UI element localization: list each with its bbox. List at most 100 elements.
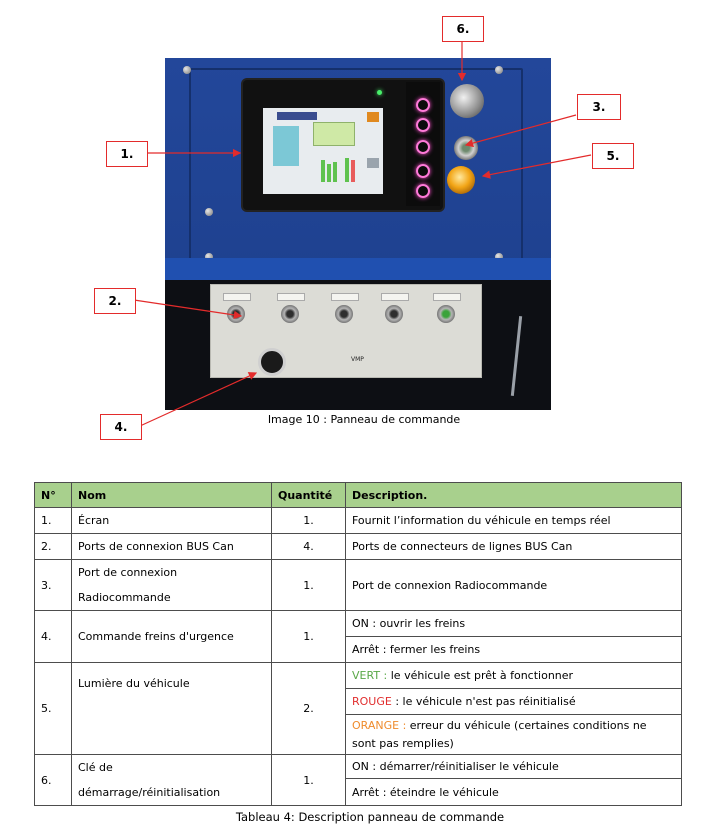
cell-no: 5.	[34, 662, 72, 755]
can-bus-port	[335, 305, 353, 323]
cell-qte: 2.	[271, 662, 346, 755]
cell-desc: Arrêt : éteindre le véhicule	[345, 778, 682, 806]
cell-nom-line: démarrage/réinitialisation	[78, 786, 221, 799]
table-row: 5. Lumière du véhicule 2. VERT : le véhi…	[34, 662, 682, 755]
cell-qte: 1.	[271, 754, 346, 806]
table-row: 3. Port de connexion Radiocommande 1. Po…	[34, 559, 682, 611]
io-label	[381, 293, 409, 301]
io-box	[210, 284, 482, 378]
col-header-nom: Nom	[71, 482, 272, 508]
io-label	[331, 293, 359, 301]
status-green-text: le véhicule est prêt à fonctionner	[387, 669, 574, 682]
screw-icon	[205, 208, 213, 216]
callout-2: 2.	[94, 288, 136, 314]
col-header-no: N°	[34, 482, 72, 508]
cell-no: 4.	[34, 610, 72, 663]
callout-1: 1.	[106, 141, 148, 167]
screw-icon	[495, 66, 503, 74]
screen-vehicle-graphic	[273, 126, 299, 166]
table-row: ORANGE : erreur du véhicule (certaines c…	[35, 714, 682, 755]
cell-qte: 1.	[271, 507, 346, 534]
table-row: 2. Ports de connexion BUS Can 4. Ports d…	[34, 533, 682, 560]
cell-desc: Arrêt : fermer les freins	[345, 636, 682, 663]
cell-nom: Commande freins d'urgence	[71, 610, 272, 663]
col-header-quantite: Quantité	[271, 482, 346, 508]
io-label	[223, 293, 251, 301]
cell-qte: 4.	[271, 533, 346, 560]
callout-arrows	[133, 42, 592, 427]
cell-nom-line: Radiocommande	[78, 591, 171, 604]
cell-qte: 1.	[271, 610, 346, 663]
hmi-screen	[263, 108, 383, 194]
cell-nom: Port de connexion Radiocommande	[71, 559, 272, 611]
hmi-key-icon	[416, 118, 430, 132]
table-row: 6. Clé de démarrage/réinitialisation 1. …	[34, 753, 682, 806]
table-header-row: N° Nom Quantité Description.	[34, 482, 682, 508]
col-header-description: Description.	[345, 482, 682, 508]
vmp-label: VMP	[351, 356, 364, 363]
cell-qte: 1.	[271, 559, 346, 611]
cabinet-strip	[165, 258, 551, 284]
cell-desc: ON : ouvrir les freins	[345, 610, 682, 637]
cell-nom: Écran	[71, 507, 272, 534]
io-label	[277, 293, 305, 301]
callout-6: 6.	[442, 16, 484, 42]
table-row: Arrêt : fermer les freins	[35, 636, 682, 663]
cell-desc: Fournit l’information du véhicule en tem…	[345, 507, 682, 534]
status-orange-tag: ORANGE :	[352, 718, 407, 732]
vehicle-lamp	[447, 166, 475, 194]
cell-no: 3.	[34, 559, 72, 611]
cell-nom-line: Clé de	[78, 761, 113, 774]
cell-desc: Ports de connecteurs de lignes BUS Can	[345, 533, 682, 560]
screen-load-tag	[277, 112, 317, 120]
screw-icon	[495, 253, 503, 261]
callout-4: 4.	[100, 414, 142, 440]
cell-desc: ORANGE : erreur du véhicule (certaines c…	[345, 714, 682, 755]
table-row: ROUGE : le véhicule n'est pas réinitiali…	[35, 688, 682, 715]
screw-icon	[183, 66, 191, 74]
cell-desc: ROUGE : le véhicule n'est pas réinitiali…	[345, 688, 682, 715]
screw-icon	[205, 253, 213, 261]
cell-nom: Clé de démarrage/réinitialisation	[71, 754, 272, 806]
status-orange-text-2: sont pas remplies)	[352, 736, 454, 750]
cell-nom: Lumière du véhicule	[71, 662, 272, 755]
screen-button	[367, 158, 379, 168]
callout-5: 5.	[592, 143, 634, 169]
cell-nom: Ports de connexion BUS Can	[71, 533, 272, 560]
cell-desc: Port de connexion Radiocommande	[345, 559, 682, 611]
status-red-text: : le véhicule n'est pas réinitialisé	[391, 695, 576, 708]
screen-button	[367, 112, 379, 122]
screen-bar	[351, 160, 355, 182]
table-row: 1. Écran 1. Fournit l’information du véh…	[34, 507, 682, 534]
screen-bar	[321, 160, 325, 182]
hmi-key-icon	[416, 140, 430, 154]
hmi-key-icon	[416, 164, 430, 178]
emergency-brake-knob	[258, 348, 286, 376]
screen-status-box	[313, 122, 355, 146]
screen-bar	[345, 158, 349, 182]
status-orange-text: erreur du véhicule (certaines conditions…	[406, 718, 647, 732]
hmi-display	[243, 80, 443, 210]
cell-nom-line: Port de connexion	[78, 566, 178, 579]
table-row: 4. Commande freins d'urgence 1. ON : ouv…	[34, 610, 682, 663]
cell-desc: ON : démarrer/réinitialiser le véhicule	[345, 753, 682, 780]
screen-bar	[327, 164, 331, 182]
description-table: N° Nom Quantité Description. 1. Écran 1.…	[34, 482, 682, 806]
screen-bar	[333, 162, 337, 182]
can-bus-port	[385, 305, 403, 323]
table-caption: Tableau 4: Description panneau de comman…	[235, 810, 505, 824]
hmi-key-icon	[416, 98, 430, 112]
cell-no: 2.	[34, 533, 72, 560]
callout-3: 3.	[577, 94, 621, 120]
status-green-tag: VERT :	[352, 669, 388, 682]
status-red-tag: ROUGE	[352, 695, 392, 708]
cell-desc: VERT : le véhicule est prêt à fonctionne…	[345, 662, 682, 689]
hmi-keypad	[406, 82, 440, 206]
radio-port	[437, 305, 455, 323]
key-switch	[450, 84, 484, 118]
figure-caption: Image 10 : Panneau de commande	[267, 413, 461, 426]
cell-no: 6.	[34, 754, 72, 806]
cell-no: 1.	[34, 507, 72, 534]
status-led	[377, 90, 382, 95]
hmi-key-icon	[416, 184, 430, 198]
